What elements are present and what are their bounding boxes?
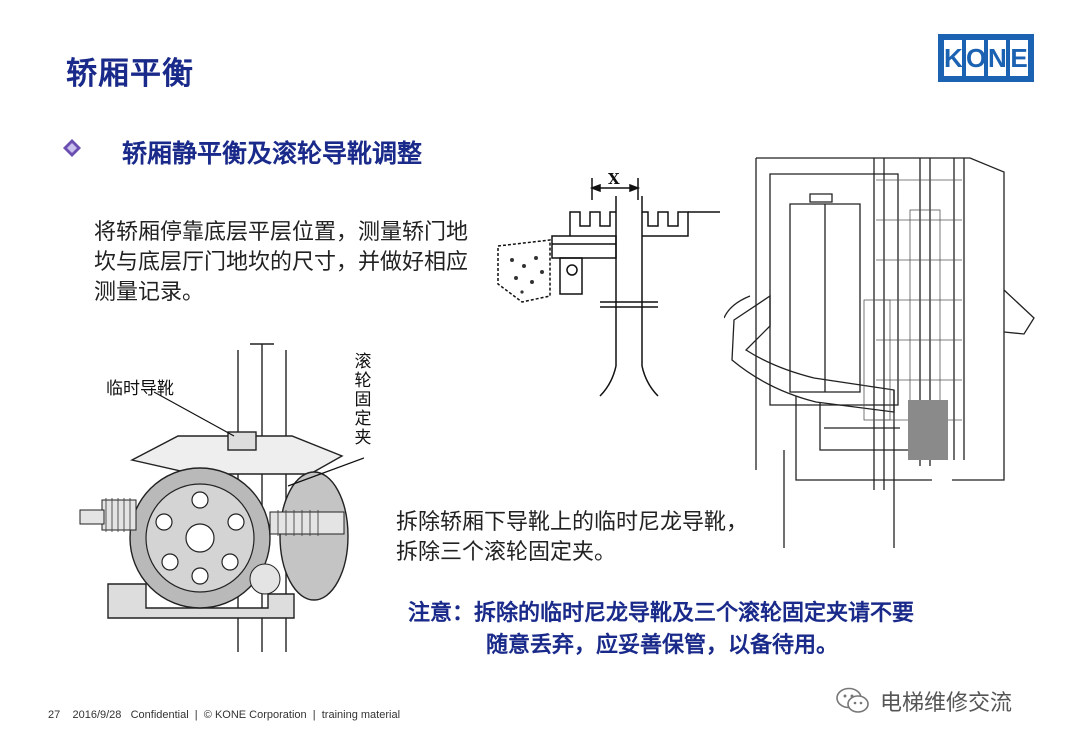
slide-footer: 27 2016/9/28 Confidential | © KONE Corpo… (48, 709, 401, 721)
footer-material: training material (321, 709, 401, 721)
watermark: 电梯维修交流 (836, 685, 1012, 717)
removal-paragraph: 拆除轿厢下导靴上的临时尼龙导靴，拆除三个滚轮固定夹。 (396, 510, 749, 565)
roller-guide-shoe-diagram (79, 343, 364, 652)
kone-logo: K O N E (938, 34, 1034, 82)
wechat-icon (836, 687, 869, 713)
logo-letter-n: N (988, 40, 1007, 76)
dimension-x-label: X (608, 170, 620, 188)
footer-confidential: Confidential (130, 709, 189, 721)
footer-copyright: © KONE Corporation (203, 709, 307, 721)
note-line-2: 随意丢弃，应妥善保管，以备待用。 (486, 633, 839, 658)
measurement-paragraph: 将轿厢停靠底层平层位置，测量轿门地坎与底层厅门地坎的尺寸，并做好相应测量记录。 (94, 220, 469, 305)
footer-date: 2016/9/28 (72, 709, 122, 721)
slide-title: 轿厢平衡 (66, 56, 194, 92)
logo-letter-o: O (966, 40, 986, 76)
temp-guide-shoe-label: 临时导靴 (106, 379, 174, 399)
note-line-1: 注意：拆除的临时尼龙导靴及三个滚轮固定夹请不要 (408, 601, 915, 626)
sill-dimension-diagram: X (497, 170, 720, 397)
roller-clamp-label: 滚轮固定夹 (354, 352, 372, 448)
diamond-bullet-icon (63, 139, 81, 157)
logo-letter-k: K (944, 40, 963, 76)
watermark-text: 电梯维修交流 (880, 691, 1013, 716)
logo-letter-e: E (1010, 40, 1028, 76)
elevator-shaft-diagram (724, 157, 1035, 548)
section-subheading: 轿厢静平衡及滚轮导靴调整 (122, 139, 423, 168)
footer-page-number: 27 (48, 709, 61, 721)
